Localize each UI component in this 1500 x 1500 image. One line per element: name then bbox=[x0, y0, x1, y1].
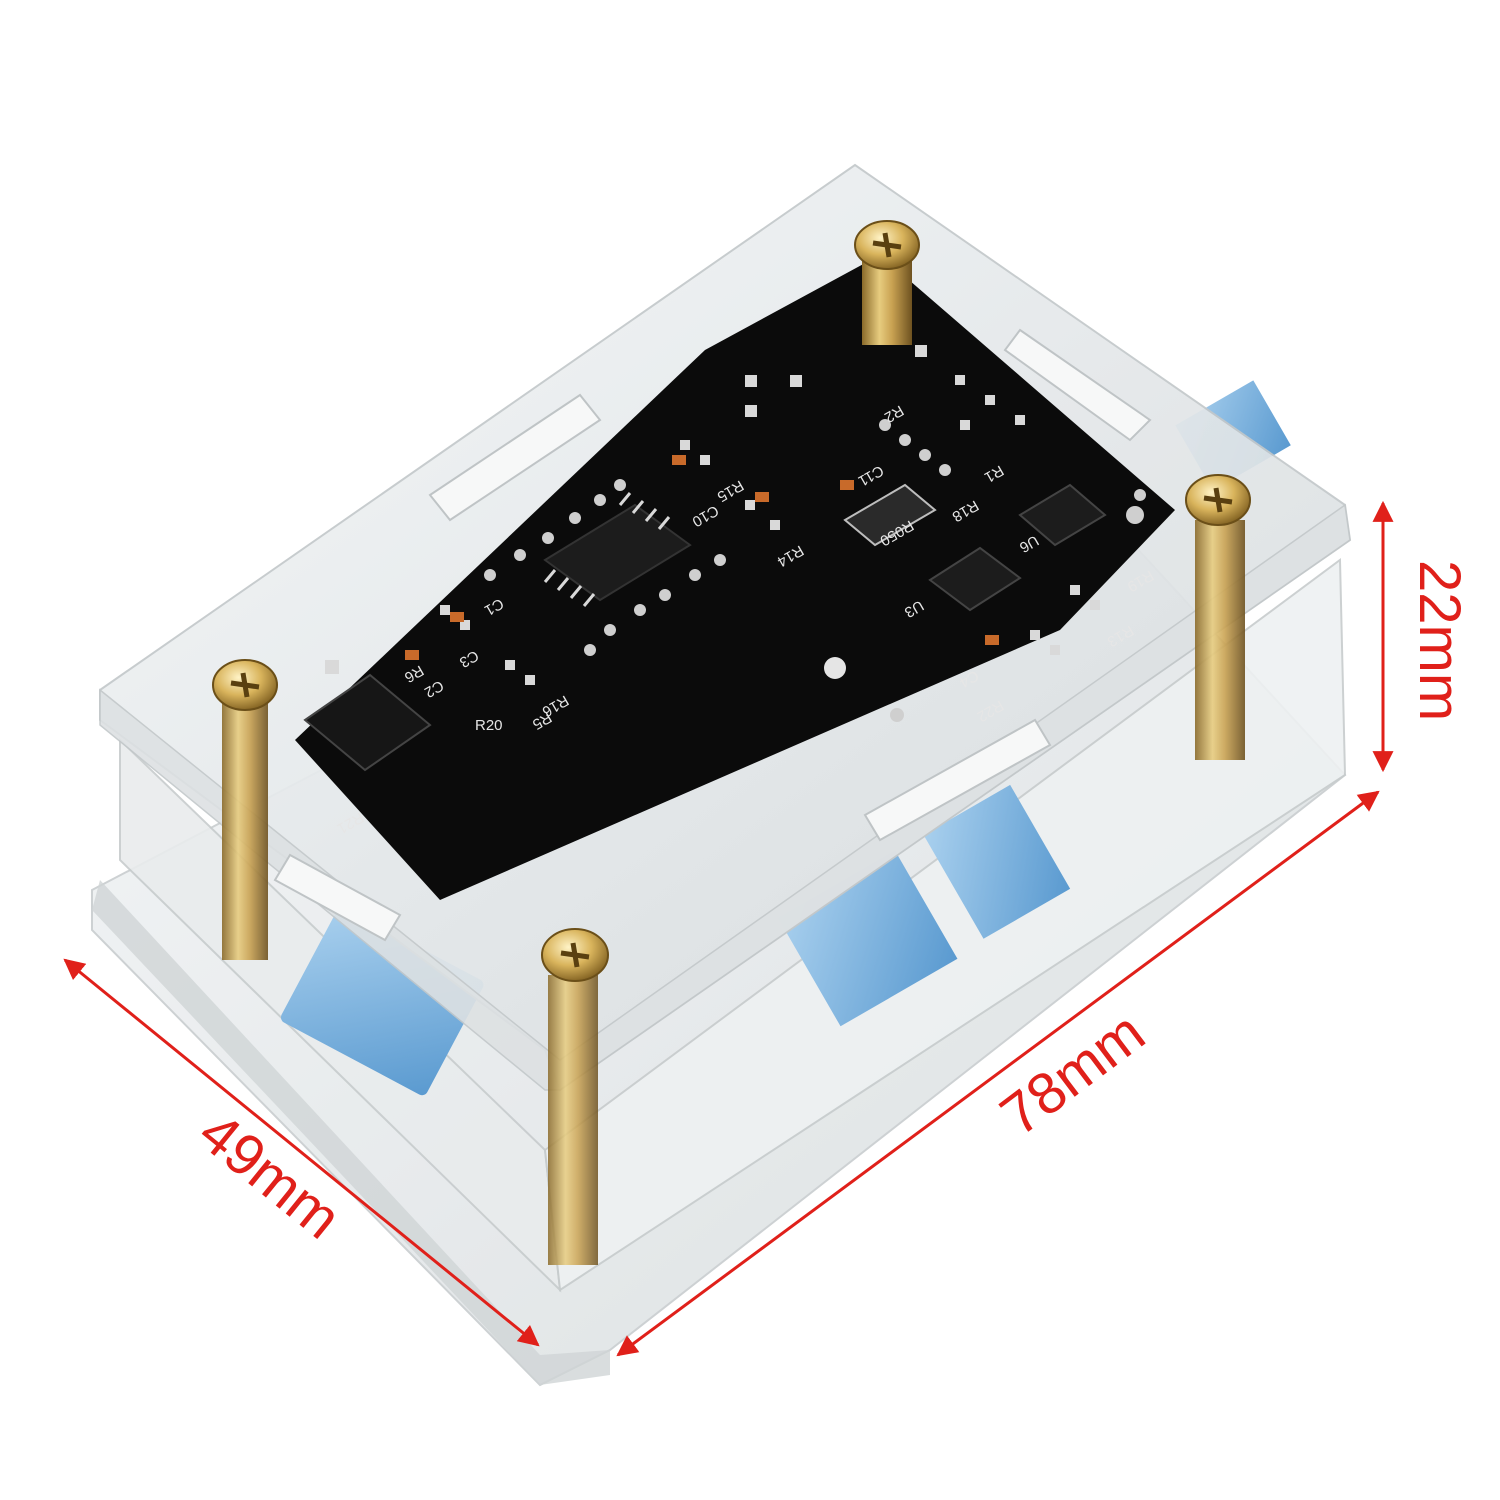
bottom-plate-edge bbox=[92, 880, 610, 1385]
slot-top-right bbox=[1003, 328, 1152, 442]
height-dimension-label: 22mm bbox=[1407, 560, 1472, 721]
through-holes bbox=[484, 419, 1146, 722]
ic-u3 bbox=[928, 546, 1022, 612]
brass-screw-icon bbox=[212, 659, 278, 711]
screws bbox=[212, 220, 1251, 982]
capacitors bbox=[405, 455, 999, 660]
brass-screw-icon bbox=[541, 928, 609, 982]
brass-screw-icon bbox=[1185, 474, 1251, 526]
brass-standoff-icon bbox=[222, 700, 268, 960]
shunt-resistor bbox=[843, 483, 937, 547]
silk-r20: R20 bbox=[475, 717, 503, 734]
pcb-surface bbox=[295, 255, 1175, 900]
double-arrow-icon bbox=[616, 790, 1380, 1357]
smd-pads bbox=[325, 345, 1100, 685]
main-ic bbox=[543, 492, 692, 607]
brass-standoff-icon bbox=[1195, 520, 1245, 760]
regulator bbox=[303, 673, 432, 772]
slot-front-left bbox=[273, 853, 402, 942]
slot-top-left bbox=[428, 393, 602, 522]
ic-u6 bbox=[1018, 483, 1107, 547]
brass-screw-icon bbox=[854, 220, 920, 270]
double-arrow-icon bbox=[63, 958, 540, 1347]
brass-standoff-icon bbox=[548, 975, 598, 1265]
standoffs bbox=[222, 255, 1245, 1265]
